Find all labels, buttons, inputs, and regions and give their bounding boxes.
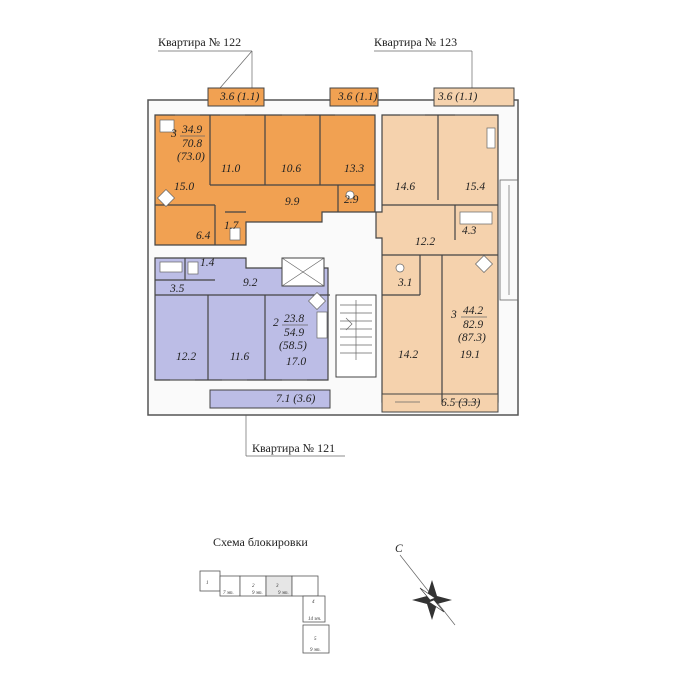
room-area: 3.1 xyxy=(397,277,412,289)
room-area: 11.6 xyxy=(230,351,250,363)
apartment-122-total-area: 70.8 xyxy=(182,138,202,150)
stove-icon xyxy=(157,189,175,207)
bathtub-icon xyxy=(459,211,493,225)
sink-icon xyxy=(345,190,355,200)
compass-north-label: С xyxy=(395,543,403,555)
balcony-122-left xyxy=(207,87,265,107)
room-area: 1.4 xyxy=(200,257,215,269)
balcony-121 xyxy=(209,389,331,409)
room-area: 9.2 xyxy=(243,277,258,289)
room-area: 14.6 xyxy=(395,181,415,193)
section-floors: 14 эт. xyxy=(308,617,321,622)
room-area: 11.0 xyxy=(221,163,241,175)
balcony-123-bottom-area: 6.5 (3.3) xyxy=(441,397,480,409)
apartment-121-total-with-balcony: (58.5) xyxy=(279,340,307,352)
apartment-123-living-area: 44.2 xyxy=(463,305,483,317)
room-area: 15.4 xyxy=(465,181,485,193)
apartment-121-total-area: 54.9 xyxy=(284,327,304,339)
common-core xyxy=(281,257,377,378)
block-scheme-title: Схема блокировки xyxy=(213,535,308,549)
radiator-icon xyxy=(159,119,175,133)
apartment-123-title[interactable]: Квартира № 123 xyxy=(374,35,457,49)
section-number: 5 xyxy=(314,637,317,642)
balcony-122-right-area: 3.6 (1.1) xyxy=(337,91,377,103)
apartment-123-total-area: 82.9 xyxy=(463,319,483,331)
room-area: 12.2 xyxy=(176,351,196,363)
section-floors: 9 эт. xyxy=(310,648,321,653)
balcony-123-bottom xyxy=(381,393,499,413)
section-number: 1 xyxy=(206,581,209,586)
room-area: 14.2 xyxy=(398,349,418,361)
toilet-icon xyxy=(187,261,199,275)
room-area: 2.9 xyxy=(344,194,359,206)
section-number: 3 xyxy=(276,584,279,589)
apartment-123[interactable] xyxy=(375,87,515,413)
section-floors: 7 эт. xyxy=(223,591,234,596)
apartment-121-title[interactable]: Квартира № 121 xyxy=(252,441,335,455)
room-area: 4.3 xyxy=(462,225,477,237)
section-floors: 9 эт. xyxy=(252,591,263,596)
room-area: 1.7 xyxy=(224,220,240,232)
balcony-123-top-area: 3.6 (1.1) xyxy=(437,91,477,103)
stove-icon xyxy=(308,292,326,310)
apartment-121-rooms-count: 2 xyxy=(273,317,279,329)
room-area: 17.0 xyxy=(286,356,306,368)
sink-icon xyxy=(395,263,405,273)
room-area: 6.4 xyxy=(196,230,211,242)
balcony-123-top xyxy=(433,87,515,107)
counter-icon xyxy=(316,311,328,339)
section-number: 4 xyxy=(312,600,315,605)
radiator-icon xyxy=(486,127,496,149)
room-area: 10.6 xyxy=(281,163,301,175)
section-number: 2 xyxy=(252,584,255,589)
room-area: 13.3 xyxy=(344,163,364,175)
apartment-121-living-area: 23.8 xyxy=(284,313,304,325)
toilet-icon xyxy=(229,227,241,241)
apartment-122-rooms-count: 3 xyxy=(170,128,177,140)
stove-icon xyxy=(475,255,493,273)
room-area: 3.5 xyxy=(169,283,185,295)
bathtub-icon xyxy=(159,261,183,273)
room-area: 12.2 xyxy=(415,236,435,248)
balcony-122-right xyxy=(329,87,379,107)
apartment-122-total-with-balcony: (73.0) xyxy=(177,151,205,163)
apartment-121[interactable] xyxy=(154,257,331,409)
room-area: 19.1 xyxy=(460,349,480,361)
apartment-123-rooms-count: 3 xyxy=(450,309,457,321)
block-scheme: 1 2 3 4 5 7 эт. 9 эт. 9 эт. 14 эт. 9 эт. xyxy=(199,570,330,654)
apartment-122-title[interactable]: Квартира № 122 xyxy=(158,35,241,49)
apartment-122[interactable] xyxy=(154,87,379,246)
apartment-122-living-area: 34.9 xyxy=(181,124,202,136)
room-area: 9.9 xyxy=(285,196,300,208)
apartment-123-total-with-balcony: (87.3) xyxy=(458,332,486,344)
room-area: 15.0 xyxy=(174,181,194,193)
balcony-122-left-area: 3.6 (1.1) xyxy=(219,91,259,103)
compass-icon: С xyxy=(395,543,456,626)
balcony-121-area: 7.1 (3.6) xyxy=(276,393,315,405)
section-floors: 9 эт. xyxy=(278,591,289,596)
